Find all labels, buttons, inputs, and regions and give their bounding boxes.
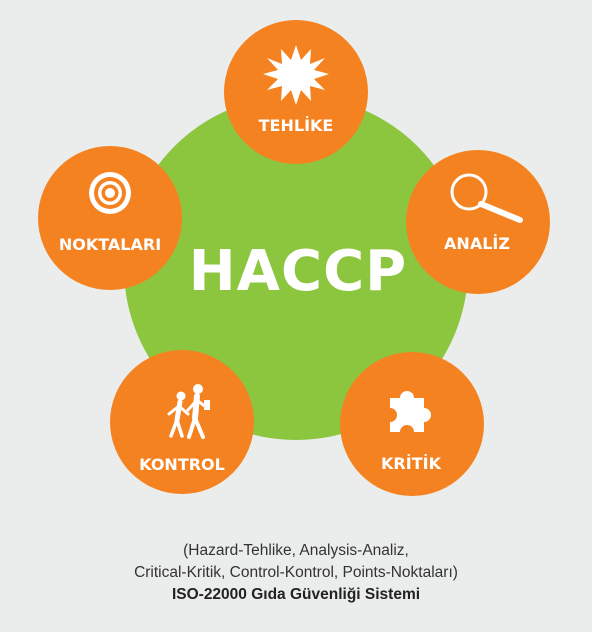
- node-circle: [406, 150, 550, 294]
- node-label: KRİTİK: [381, 454, 442, 473]
- people-walking-icon: [167, 384, 210, 439]
- node-label: NOKTALARI: [59, 235, 161, 254]
- puzzle-piece-icon: [390, 391, 431, 432]
- node-label: ANALİZ: [444, 234, 510, 253]
- caption-title: ISO-22000 Gıda Güvenliği Sistemi: [171, 586, 421, 603]
- center-circle: [124, 96, 468, 440]
- node-kritik: KRİTİK: [340, 352, 484, 496]
- burst-icon: [263, 45, 329, 105]
- node-tehlike: TEHLİKE: [224, 20, 368, 164]
- node-circle: [38, 146, 182, 290]
- node-label: TEHLİKE: [259, 116, 334, 135]
- caption-line-1: (Hazard-Tehlike, Analysis-Analiz,: [183, 542, 409, 559]
- haccp-diagram: HACCP TEHLİKE ANALİZ KRİTİK: [38, 20, 550, 496]
- node-noktalari: NOKTALARI: [38, 146, 182, 290]
- node-circle: [110, 350, 254, 494]
- caption: (Hazard-Tehlike, Analysis-Analiz, Critic…: [0, 540, 592, 606]
- target-icon: [89, 172, 131, 214]
- node-kontrol: KONTROL: [110, 350, 254, 494]
- node-analiz: ANALİZ: [406, 150, 550, 294]
- center-label: HACCP: [189, 239, 407, 304]
- node-label: KONTROL: [139, 455, 225, 474]
- caption-line-2: Critical-Kritik, Control-Kontrol, Points…: [134, 564, 458, 581]
- magnifier-icon: [450, 173, 523, 223]
